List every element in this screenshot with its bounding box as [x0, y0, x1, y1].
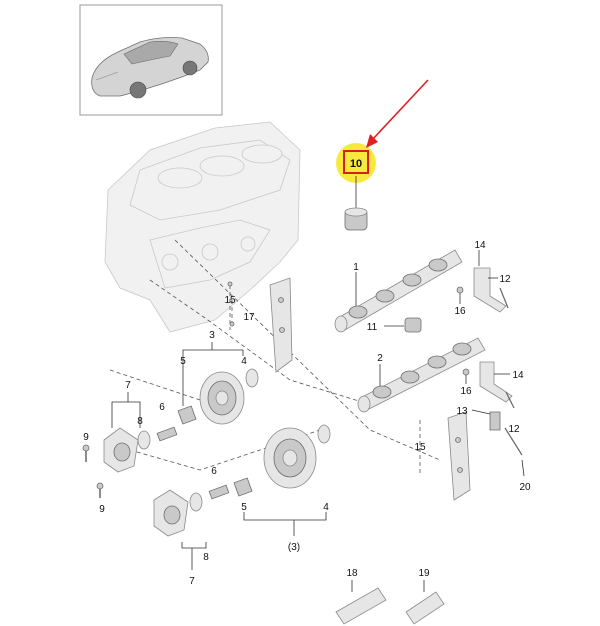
callout-14-upper: 14 [474, 240, 486, 251]
camshaft-1[interactable] [334, 249, 463, 333]
guide-rail-left[interactable] [269, 277, 293, 373]
callout-13: 13 [456, 406, 468, 417]
callout-1: 1 [353, 262, 359, 273]
camshaft-2[interactable] [357, 337, 486, 413]
callout-4-upper: 4 [241, 356, 247, 367]
sealant-tube-18[interactable] [335, 580, 387, 625]
callout-7-upper: 7 [125, 380, 131, 391]
callout-17: 17 [243, 312, 255, 323]
part-11-bush[interactable] [384, 317, 422, 333]
callout-labels: 1 2 3 (3) 4 4 5 5 6 6 7 7 8 8 9 9 11 12 … [83, 240, 531, 587]
callout-16-upper: 16 [454, 306, 466, 317]
callout-19: 19 [418, 568, 430, 579]
pointer-arrow [366, 79, 429, 148]
callout-8-lower: 8 [203, 552, 209, 563]
cam-adjuster-upper[interactable] [177, 342, 259, 425]
callout-4-lower: 4 [323, 502, 329, 513]
car-thumbnail[interactable] [79, 4, 223, 116]
solenoid-lower[interactable] [153, 484, 230, 570]
cam-adjuster-lower[interactable] [233, 424, 331, 536]
part-10-bush[interactable] [344, 176, 368, 231]
callout-20: 20 [519, 482, 531, 493]
callout-16-lower: 16 [460, 386, 472, 397]
engine-block [104, 121, 301, 333]
callout-6-lower: 6 [211, 466, 217, 477]
callout-9-upper: 9 [83, 432, 89, 443]
callout-15-left: 15 [224, 295, 236, 306]
callout-7-lower: 7 [189, 576, 195, 587]
bracket-upper[interactable] [456, 250, 509, 313]
sports-car-icon [91, 37, 209, 99]
highlight-marker-10[interactable]: 10 [336, 143, 376, 183]
highlight-box [343, 150, 369, 174]
callout-3: 3 [209, 330, 215, 341]
callout-9-lower: 9 [99, 504, 105, 515]
callout-5-upper: 5 [180, 356, 186, 367]
bolts-left[interactable] [227, 281, 235, 330]
sealant-tube-19[interactable] [405, 580, 445, 625]
callout-12-lower: 12 [508, 424, 520, 435]
callout-14-lower: 14 [512, 370, 524, 381]
solenoid-upper[interactable] [82, 392, 178, 498]
callout-18: 18 [346, 568, 358, 579]
callout-10: 10 [350, 158, 362, 170]
callout-2: 2 [377, 353, 383, 364]
callout-15-right: 15 [414, 442, 426, 453]
callout-5-lower: 5 [241, 502, 247, 513]
callout-6-upper: 6 [159, 402, 165, 413]
callout-8-upper: 8 [137, 416, 143, 427]
callout-12-upper: 12 [499, 274, 511, 285]
bracket-lower[interactable] [462, 361, 525, 477]
guide-rail-right[interactable] [419, 411, 471, 501]
callout-11: 11 [367, 322, 378, 333]
callout-3-bracket: (3) [288, 542, 300, 553]
